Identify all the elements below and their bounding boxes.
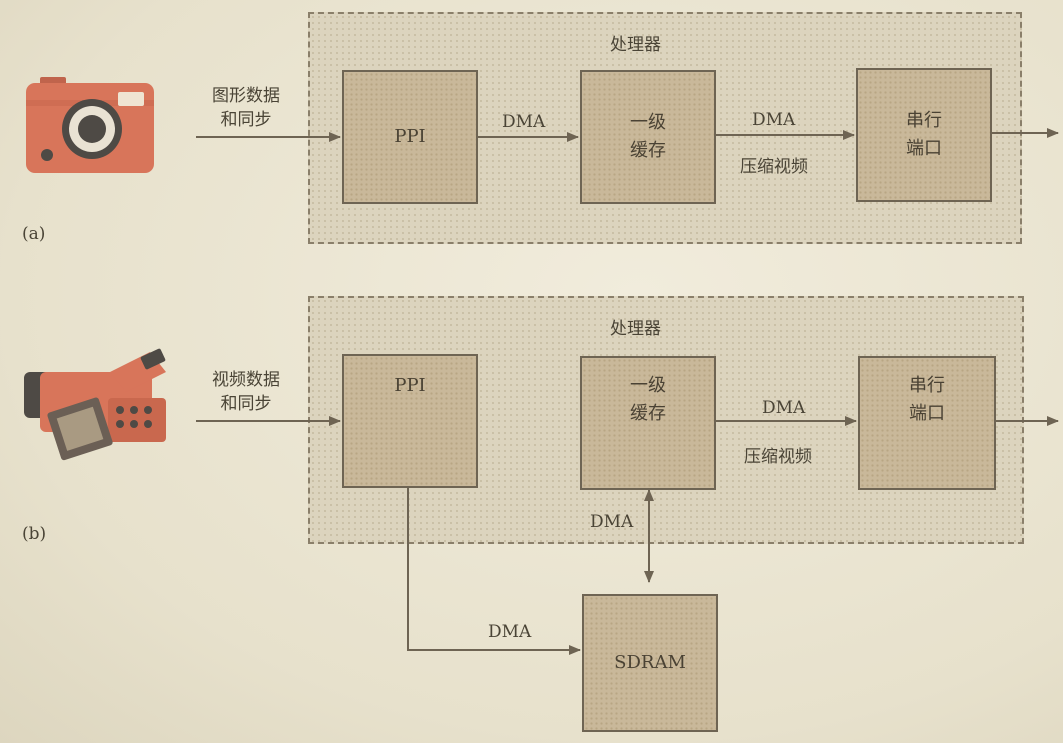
cache-label-b-line1: 一级 xyxy=(630,375,666,396)
camera-icon xyxy=(26,77,154,173)
serial-label-a-line1: 串行 xyxy=(906,110,942,131)
dma-label-a-1: DMA xyxy=(502,112,546,132)
input-label-a: 图形数据 和同步 xyxy=(196,84,296,132)
panel-label-b: (b) xyxy=(22,524,47,544)
cache-label-a-line1: 一级 xyxy=(630,112,666,133)
dma-label-a-2: DMA xyxy=(752,110,796,130)
ppi-label-a: PPI xyxy=(394,126,426,147)
dma-label-cache-sdram: DMA xyxy=(590,512,634,532)
serial-label-a-line2: 端口 xyxy=(906,138,942,159)
panel-label-a: (a) xyxy=(22,224,46,244)
serial-label-b-line1: 串行 xyxy=(909,375,945,396)
sdram-label: SDRAM xyxy=(614,652,686,673)
input-label-b: 视频数据 和同步 xyxy=(196,368,296,416)
video-camera-icon xyxy=(24,348,166,461)
compressed-video-label-b: 压缩视频 xyxy=(744,447,812,467)
processor-title-a: 处理器 xyxy=(610,35,661,55)
ppi-block-a: PPI xyxy=(342,70,478,204)
input-label-b-line2: 和同步 xyxy=(220,394,272,414)
cache-block-b: 一级 缓存 xyxy=(580,356,716,490)
ppi-block-b: PPI xyxy=(342,354,478,488)
serial-label-b-line2: 端口 xyxy=(909,403,945,424)
input-label-b-line1: 视频数据 xyxy=(212,370,280,390)
cache-label-a-line2: 缓存 xyxy=(630,140,666,161)
cache-label-b-line2: 缓存 xyxy=(630,403,666,424)
serial-port-block-a: 串行 端口 xyxy=(856,68,992,202)
arrow-ppi-to-sdram xyxy=(407,486,581,655)
ppi-label-b: PPI xyxy=(394,375,426,396)
input-label-a-line1: 图形数据 xyxy=(212,86,280,106)
input-label-a-line2: 和同步 xyxy=(220,110,272,130)
serial-port-block-b: 串行 端口 xyxy=(858,356,996,490)
dma-label-ppi-sdram: DMA xyxy=(488,622,532,642)
cache-block-a: 一级 缓存 xyxy=(580,70,716,204)
sdram-block: SDRAM xyxy=(582,594,718,732)
processor-title-b: 处理器 xyxy=(610,319,661,339)
compressed-video-label-a: 压缩视频 xyxy=(740,157,808,177)
dma-label-b-out: DMA xyxy=(762,398,806,418)
